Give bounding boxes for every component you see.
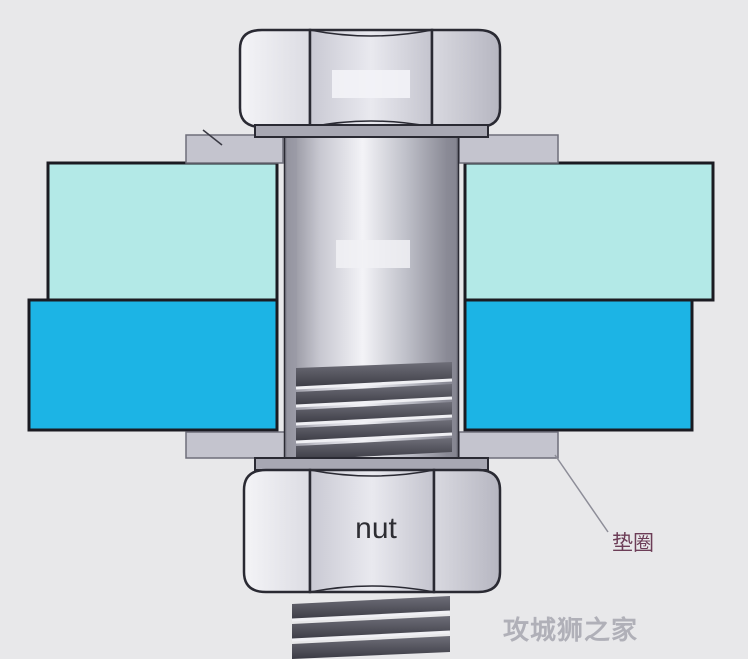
nut-body [242,468,502,594]
shank-left-edge [285,135,297,460]
washer-top-right [458,134,559,164]
washer-leader-line [554,454,609,533]
washer-bottom-right [458,431,559,459]
washer-top-left [185,134,284,164]
bolt-threads-upper [295,362,453,460]
plate-top-right [463,161,715,302]
plate-bottom-right [463,298,694,432]
watermark: 攻城狮之家 [503,616,639,646]
bolt-head [238,28,502,138]
nut-label: nut [355,512,397,545]
washer-bottom-left [185,431,287,459]
nut-rim [254,457,489,471]
plate-top-left [46,161,279,302]
bolt-threads-lower [291,596,451,659]
washer-label: 垫圈 [612,531,654,555]
plate-bottom-left [27,298,279,432]
shank-label-placeholder [336,240,410,268]
washer-top-edge-mark [202,129,223,146]
